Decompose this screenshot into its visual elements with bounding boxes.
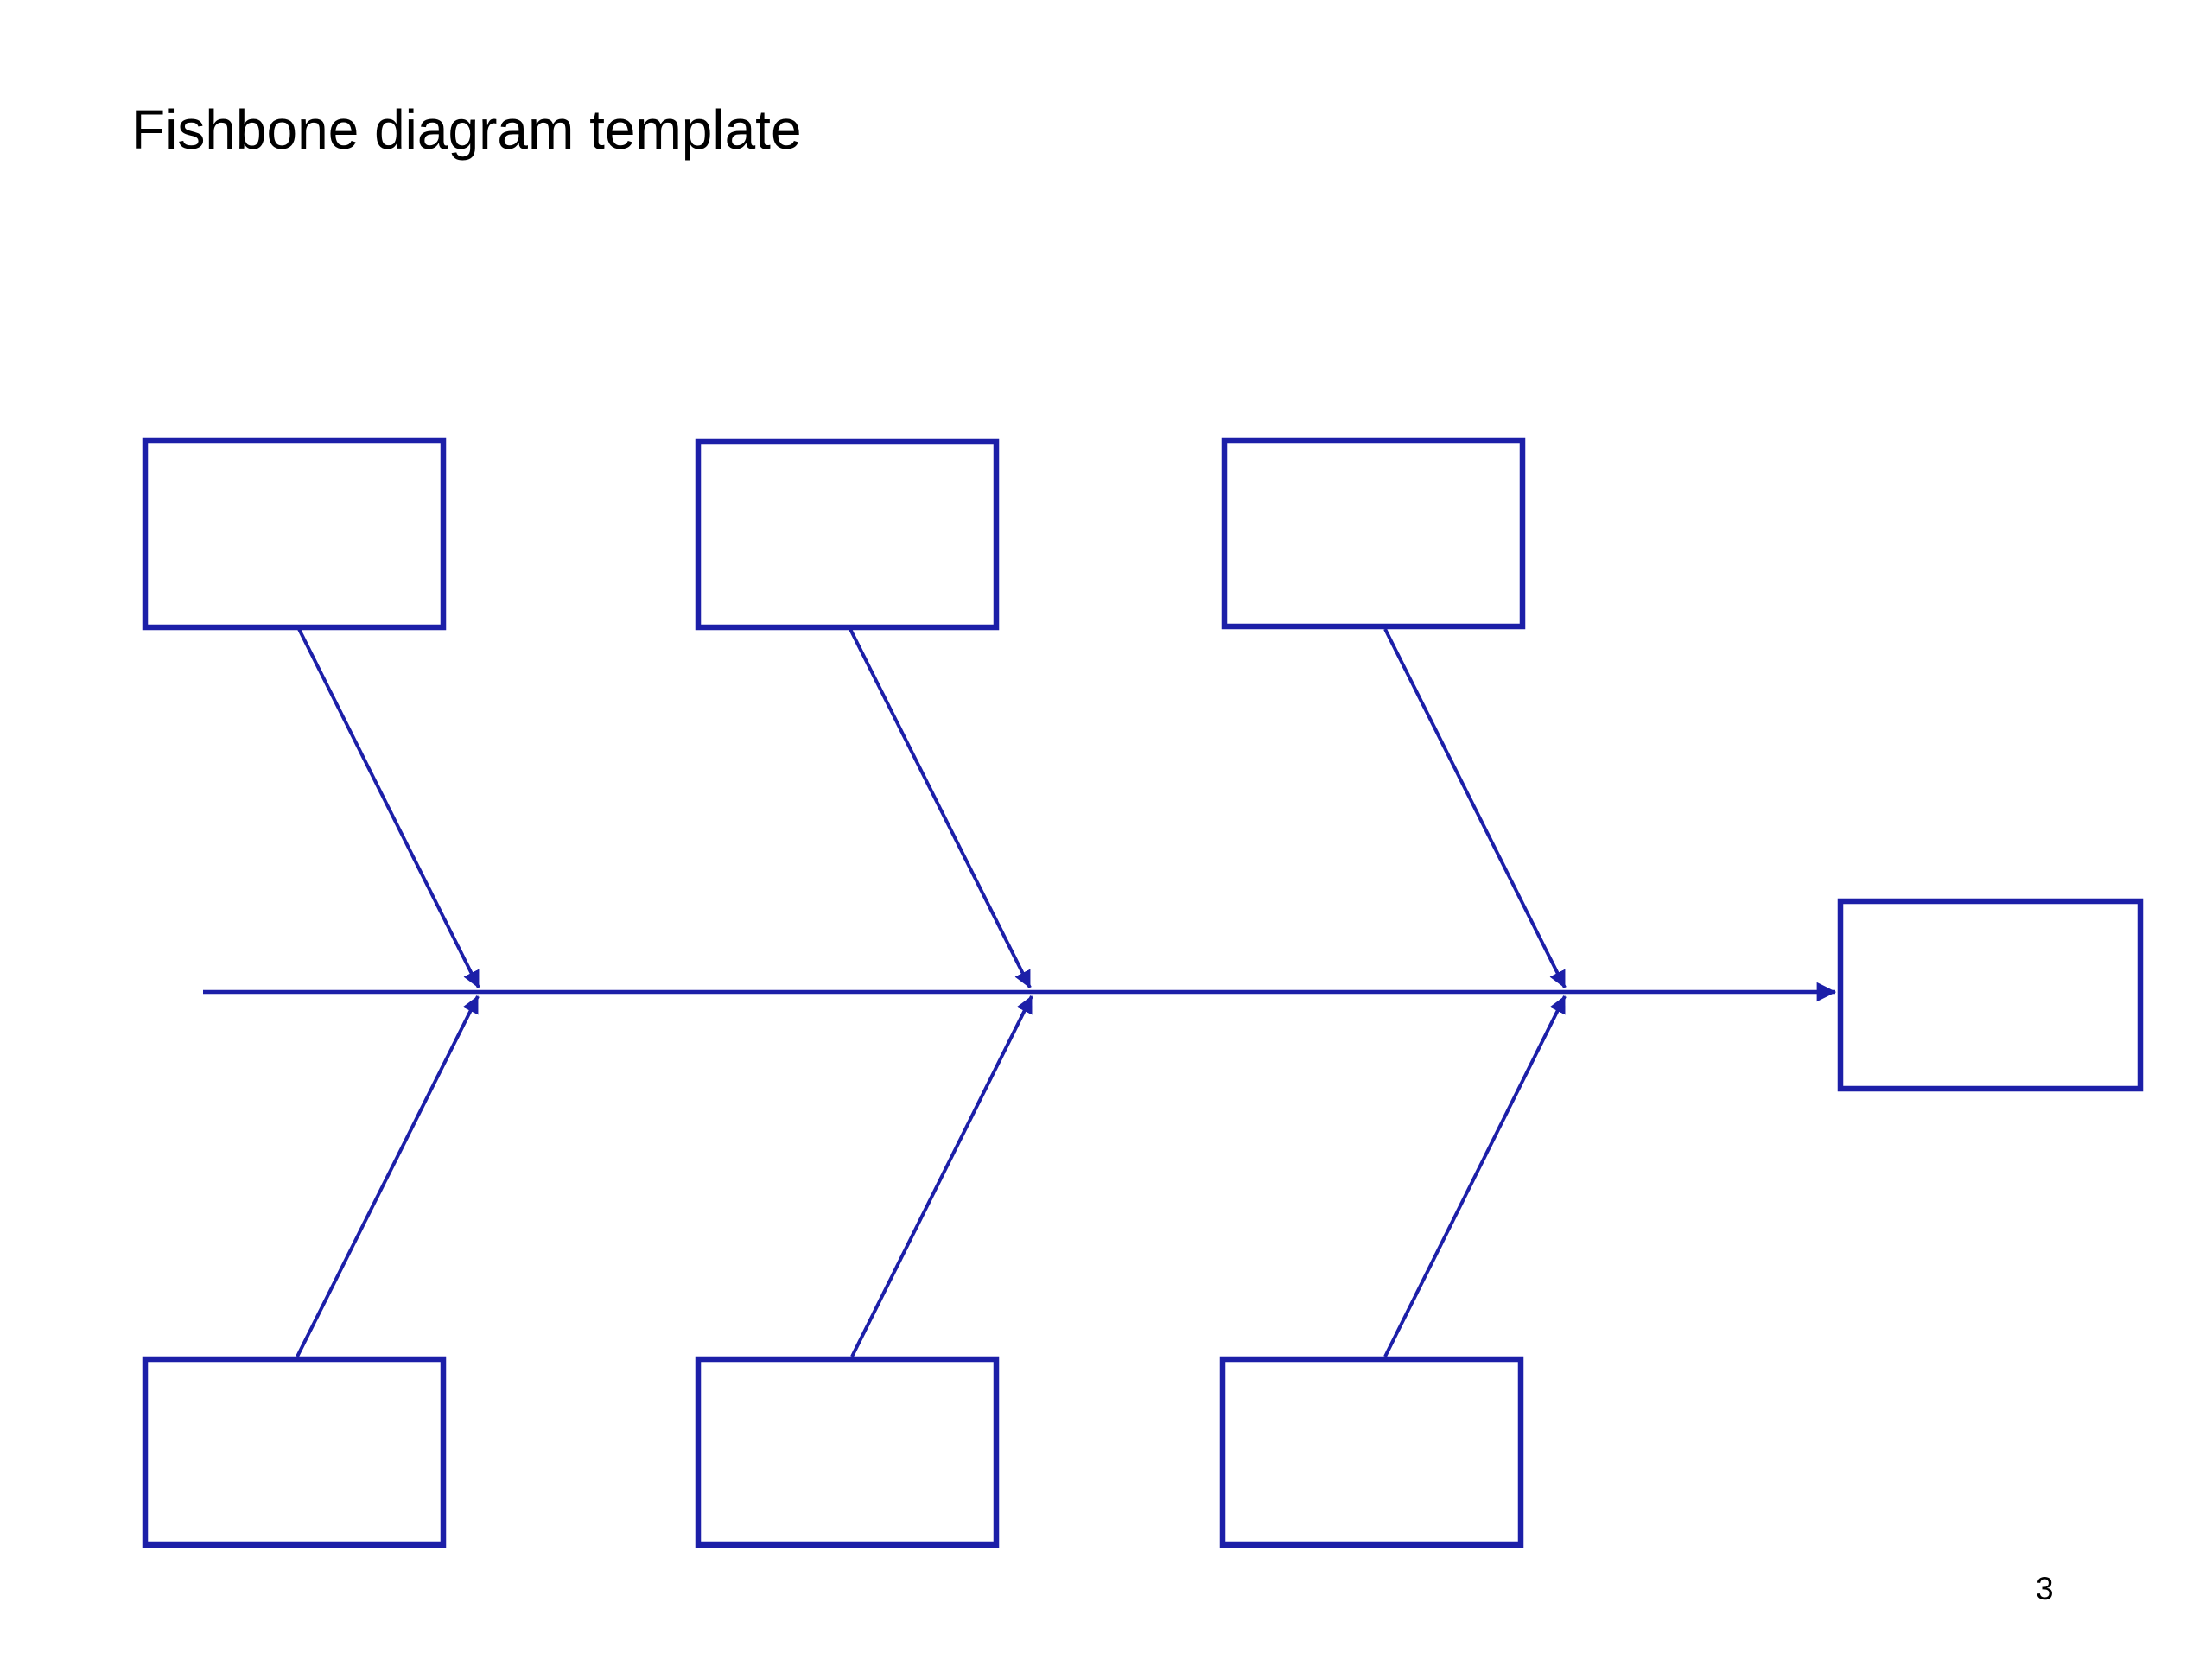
cause-box-bottom-2 [695, 1356, 1000, 1548]
cause-box-top-3 [1221, 437, 1526, 630]
bone-bottom-3 [1383, 995, 1567, 1357]
bone-bottom-1 [296, 995, 480, 1357]
cause-box-bottom-3 [1219, 1356, 1524, 1548]
bone-bottom-2 [850, 995, 1033, 1357]
cause-box-bottom-1 [142, 1356, 447, 1548]
cause-box-top-2 [695, 438, 1000, 631]
effect-box [1837, 898, 2144, 1092]
cause-box-top-1 [142, 437, 447, 631]
page-number: 3 [2036, 1571, 2054, 1606]
page-title: Fishbone diagram template [131, 99, 802, 161]
bone-top-2 [849, 628, 1032, 988]
bone-top-3 [1383, 628, 1567, 988]
bone-top-1 [297, 628, 480, 988]
